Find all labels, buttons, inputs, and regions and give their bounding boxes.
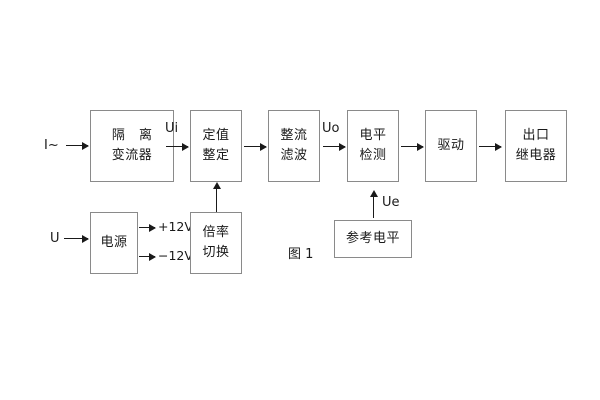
signal-label-ue: Ue (382, 195, 400, 210)
block-isolation-transformer-line1: 隔 离 (111, 127, 158, 143)
block-driver-line1: 驱动 (437, 137, 465, 153)
arrow-setpoint-to-rectifier (244, 142, 267, 151)
arrow-rail-negative (139, 252, 156, 261)
figure-caption: 图 1 (288, 247, 314, 262)
signal-label-ui: Ui (165, 121, 179, 136)
rail-negative-label: −12V (158, 248, 193, 263)
arrow-rail-positive (139, 223, 156, 232)
block-level-detection-line2: 检测 (359, 148, 387, 163)
block-driver[interactable]: 驱动 (425, 110, 477, 182)
arrow-current-to-isolation (66, 141, 89, 150)
block-setpoint-setting[interactable]: 定值 整定 (190, 110, 242, 182)
signal-label-uo: Uo (322, 121, 340, 136)
arrow-driver-to-relay (479, 142, 502, 151)
block-output-relay[interactable]: 出口 继电器 (505, 110, 567, 182)
arrow-level-to-driver (401, 142, 424, 151)
arrow-reference-to-level (369, 190, 378, 218)
block-level-detection[interactable]: 电平 检测 (347, 110, 399, 182)
block-rectifier-filter-line2: 滤波 (280, 148, 308, 163)
rail-positive-label: +12V (158, 219, 193, 234)
block-rectifier-filter[interactable]: 整流 滤波 (268, 110, 320, 182)
block-power-supply-line1: 电源 (100, 234, 128, 250)
arrow-rectifier-to-level (323, 142, 346, 151)
block-power-supply[interactable]: 电源 (90, 212, 138, 274)
arrow-isolation-to-setpoint (166, 142, 189, 151)
block-rectifier-filter-line1: 整流 (280, 127, 308, 143)
block-isolation-transformer[interactable]: 隔 离 变流器 (90, 110, 174, 182)
block-setpoint-setting-line1: 定值 (202, 127, 230, 143)
arrow-voltage-to-power-supply (64, 234, 89, 243)
block-multiplier-switch-line1: 倍率 (202, 224, 230, 240)
block-level-detection-line1: 电平 (359, 127, 387, 143)
block-output-relay-line2: 继电器 (515, 148, 557, 163)
input-current-label: I~ (44, 138, 59, 153)
block-output-relay-line1: 出口 (522, 127, 550, 143)
block-isolation-transformer-line2: 变流器 (111, 148, 153, 163)
block-reference-level-line1: 参考电平 (345, 230, 400, 246)
block-multiplier-switch[interactable]: 倍率 切换 (190, 212, 242, 274)
input-voltage-label: U (50, 231, 60, 246)
arrow-multiplier-to-setpoint (212, 182, 221, 212)
block-multiplier-switch-line2: 切换 (202, 245, 230, 260)
block-setpoint-setting-line2: 整定 (202, 148, 230, 163)
block-reference-level[interactable]: 参考电平 (334, 220, 412, 258)
